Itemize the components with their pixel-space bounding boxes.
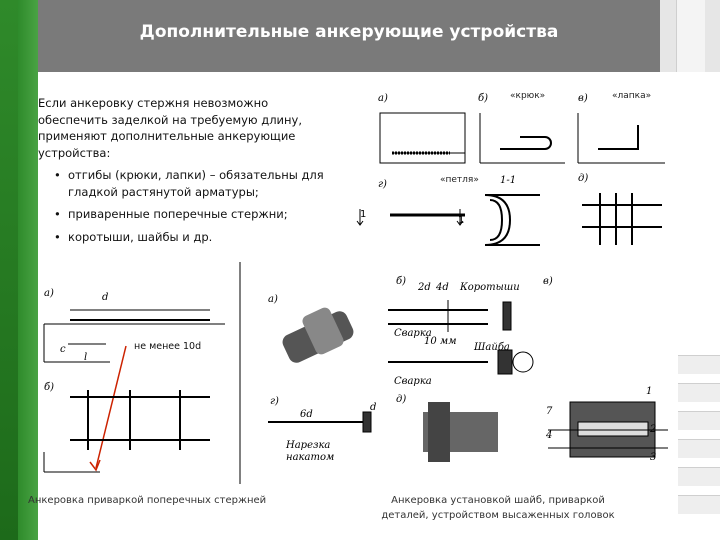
paw-sketch (577, 113, 665, 164)
washer-label: Шайба (473, 342, 510, 353)
right-decor-stack (678, 355, 720, 525)
fig-label-a: а) (268, 294, 278, 305)
dim-d: d (370, 402, 376, 413)
annotation-arrow (95, 345, 127, 469)
loop-sketch: 1 1 (356, 194, 540, 246)
dim-lan-label: l (84, 352, 87, 363)
mark-7: 7 (546, 406, 553, 417)
dim-4d: 4d (435, 282, 449, 293)
dim-10mm: 10 мм (424, 336, 457, 347)
decor-step (678, 411, 720, 430)
welded-crossbar-figure: а) б) d l c не менее 10d (43, 262, 241, 484)
left-green-gradient (18, 0, 38, 540)
welding-label-2: Сварка (394, 376, 432, 387)
section-mark-1b: 1 (458, 215, 464, 226)
decor-step (678, 439, 720, 458)
fig-label-g: г) (270, 396, 279, 407)
fig-label-d: д) (578, 173, 588, 184)
header-decor-strip (676, 0, 705, 72)
washer-figure: а) б) в) г) д) 2d 4d Коротыши Сварка 10 … (268, 276, 668, 463)
fig-label-b: б) (44, 382, 54, 393)
decor-step (678, 495, 720, 514)
intro-paragraph: Если анкеровку стержня невозможно обеспе… (38, 96, 303, 160)
mark-4: 4 (545, 430, 552, 441)
caption-left: Анкеровка приваркой поперечных стержней (28, 495, 267, 506)
head-bar-sketch (268, 411, 372, 433)
short-bar-sketch (388, 300, 512, 332)
fig-label-v: в) (543, 276, 553, 287)
hook-sketch (479, 113, 565, 164)
bullet-item: отгибы (крюки, лапки) – обязательны для … (54, 167, 338, 200)
section-mark-1a: 1 (360, 209, 366, 220)
left-green-bar (0, 0, 18, 540)
paw-label: «лапка» (612, 91, 651, 101)
decor-step (678, 355, 720, 374)
bullet-list: отгибы (крюки, лапки) – обязательны для … (38, 167, 338, 245)
hook-label: «крюк» (510, 91, 545, 101)
welding-label-1: Сварка (394, 328, 432, 339)
crossbar-sketch (582, 193, 662, 245)
decor-step (678, 383, 720, 402)
straight-bar-sketch (379, 112, 466, 164)
fig-label-d: д) (396, 394, 406, 405)
bullet-item: коротыши, шайбы и др. (54, 229, 338, 246)
page-title: Дополнительные анкерующие устройства (139, 22, 559, 42)
washer-bar-sketch (388, 349, 534, 375)
mark-2: 2 (649, 424, 656, 435)
loop-label: «петля» (440, 175, 479, 185)
anchorage-grid-sketch (43, 390, 210, 473)
decor-step (678, 467, 720, 486)
dim-6d: 6d (300, 409, 313, 420)
section-label: 1-1 (500, 175, 516, 186)
upset-head-sketch (423, 402, 498, 462)
min-length-annotation: не менее 10d (134, 341, 201, 352)
annotation-arrowhead (89, 459, 101, 472)
thread-label: Нарезка (285, 440, 330, 451)
anchorage-top-sketch (43, 309, 225, 363)
knurl-label: накатом (286, 452, 334, 463)
short-bar-label: Коротыши (459, 282, 520, 293)
fig-label-b: б) (396, 276, 406, 287)
plate-anchor-sketch (548, 401, 668, 458)
dim-top-label: d (102, 292, 108, 303)
body-text: Если анкеровку стержня невозможно обеспе… (38, 95, 338, 251)
mark-3: 3 (650, 452, 656, 463)
dim-c-label: c (60, 344, 66, 355)
mark-1: 1 (646, 386, 652, 397)
threaded-bar-sketch (282, 307, 354, 363)
title-bar (38, 0, 660, 72)
fig-label-g: г) (378, 179, 387, 190)
header-right-decor (660, 0, 720, 72)
dim-2d: 2d (417, 282, 431, 293)
anchor-types-figure: а) б) в) г) д) «крюк» «лапка» «петля» 1-… (356, 91, 665, 246)
fig-label-v: в) (578, 93, 588, 104)
fig-label-a: а) (44, 288, 54, 299)
fig-label-a: а) (378, 93, 388, 104)
bullet-item: приваренные поперечные стержни; (54, 206, 338, 223)
fig-label-b: б) (478, 93, 488, 104)
caption-right: Анкеровка установкой шайб, приваркой дет… (381, 495, 615, 521)
